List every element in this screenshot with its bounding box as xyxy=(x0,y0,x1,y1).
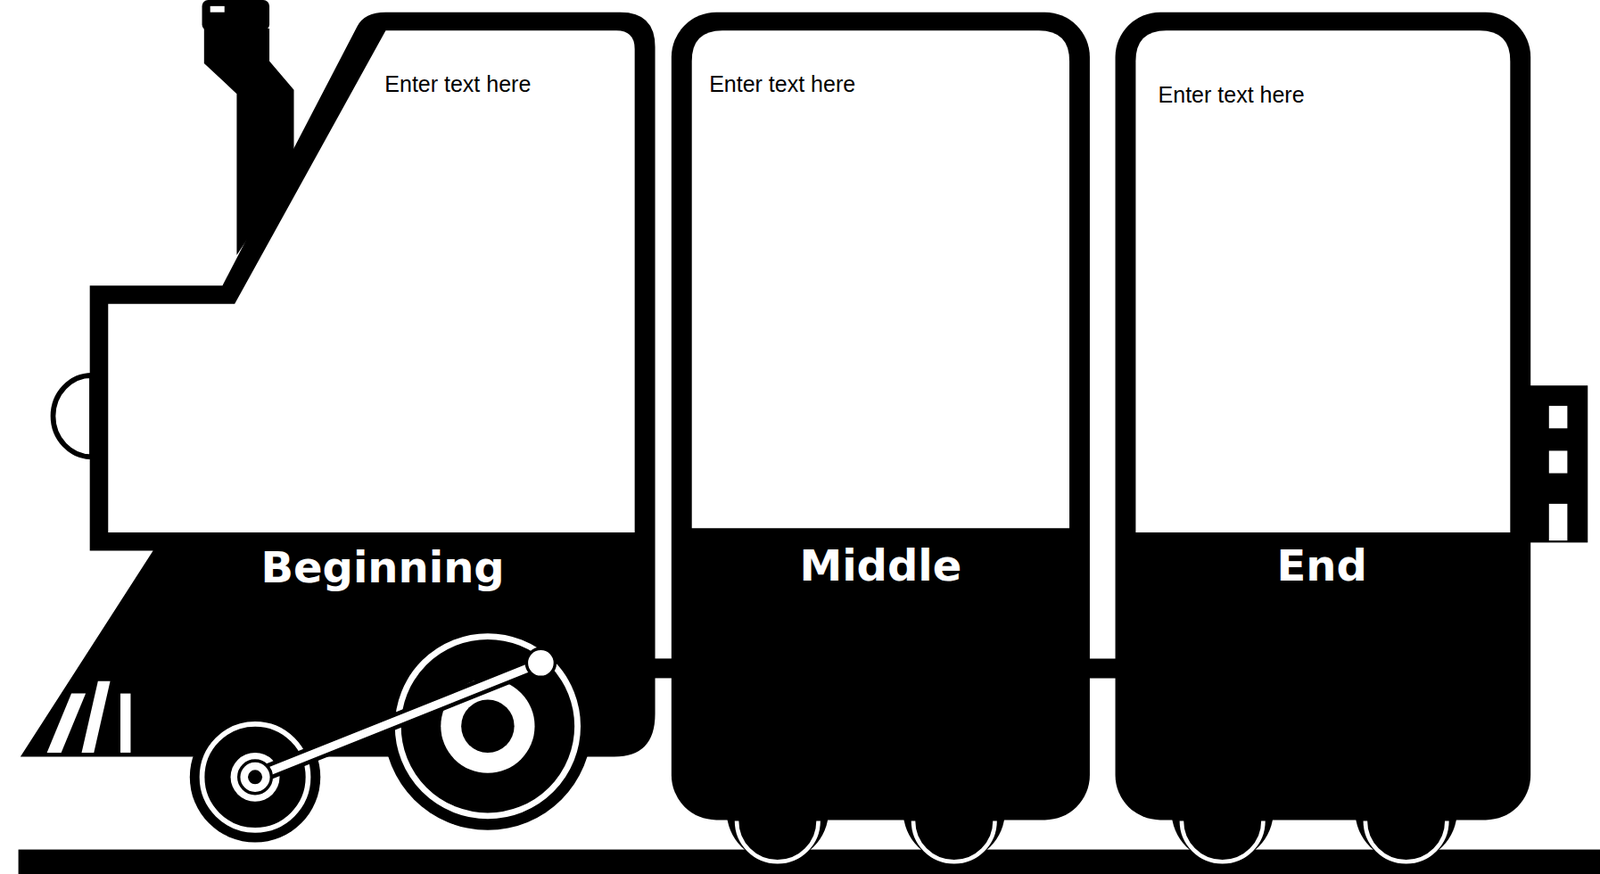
entry-text: Enter text here xyxy=(384,71,531,98)
section-label: End xyxy=(1115,540,1529,591)
rail-track xyxy=(18,849,1600,874)
train-car: Enter text hereBeginning xyxy=(90,15,654,755)
middle-car xyxy=(671,12,1090,863)
entry-text: Enter text here xyxy=(1158,82,1305,108)
section-label: Middle xyxy=(671,540,1090,591)
cowcatcher-stripe xyxy=(82,681,111,753)
drive-wheel xyxy=(383,622,592,831)
headlight xyxy=(52,375,91,457)
section-label: Beginning xyxy=(90,542,677,593)
train-car: Enter text hereMiddle xyxy=(671,12,1090,819)
train-car: Enter text hereEnd xyxy=(1115,12,1529,819)
entry-text: Enter text here xyxy=(709,71,856,98)
end-car xyxy=(1115,12,1589,863)
engine-body xyxy=(20,12,656,758)
cowcatcher-stripe xyxy=(47,693,86,753)
connecting-rod xyxy=(239,648,556,793)
front-wheel xyxy=(189,711,321,842)
cowcatcher-stripe xyxy=(120,693,131,753)
car-coupling xyxy=(649,668,676,669)
engine-panel xyxy=(107,30,635,533)
car-coupling xyxy=(1086,668,1120,669)
